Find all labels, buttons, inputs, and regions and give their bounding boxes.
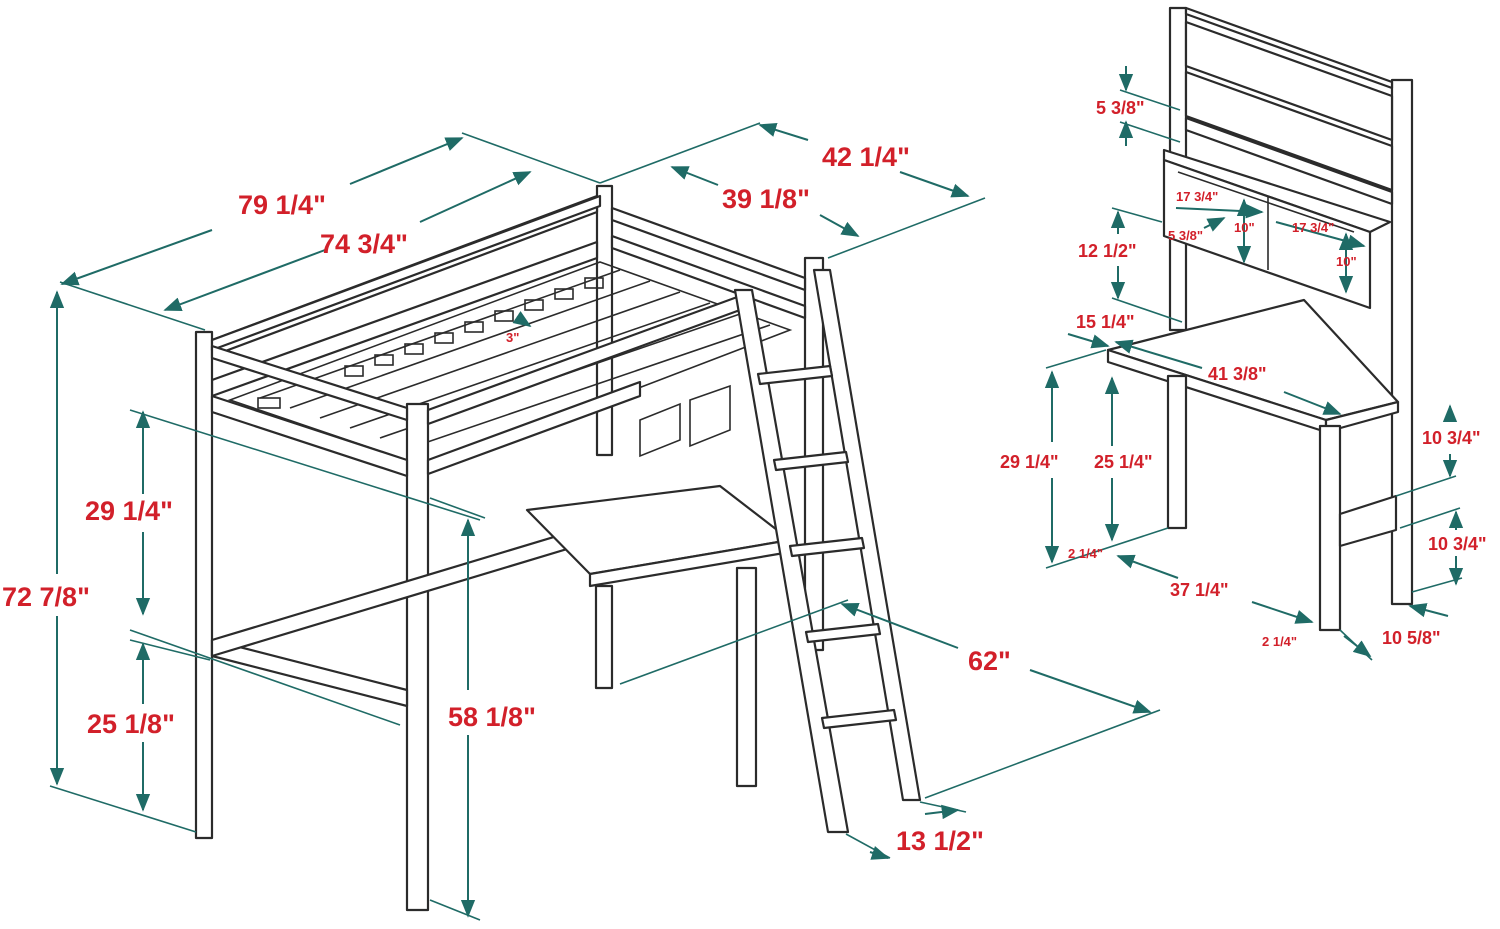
desk-drawing (1106, 6, 1414, 632)
desk-length-label: 41 3/8" (1208, 364, 1267, 384)
leg-offset-right-label: 2 1/4" (1262, 634, 1297, 649)
shelf-height-left-label: 10" (1234, 220, 1255, 235)
slat-gap-label: 3" (506, 330, 519, 345)
overall-height-label: 72 7/8" (2, 582, 90, 612)
shelf-small-label: 5 3/8" (1168, 228, 1203, 243)
desk-depth-label: 15 1/4" (1076, 312, 1135, 332)
leg-depth-label: 10 5/8" (1382, 628, 1441, 648)
knee-clearance-label: 25 1/4" (1094, 452, 1153, 472)
top-board-height-label: 5 3/8" (1096, 98, 1145, 118)
platform-height-label: 58 1/8" (448, 702, 536, 732)
desk-dimensions: 5 3/8" 17 3/4" 10" 5 3/8" 17 3/4" 10" 12… (1000, 66, 1487, 661)
mattress-width-label: 39 1/8" (722, 184, 810, 214)
desk-height-label: 29 1/4" (1000, 452, 1059, 472)
shelf-width-right-label: 17 3/4" (1292, 220, 1334, 235)
leg-span-label: 37 1/4" (1170, 580, 1229, 600)
side-lower-label: 10 3/4" (1428, 534, 1487, 554)
ladder (733, 268, 922, 834)
loft-bed-dimensions: 79 1/4" 74 3/4" 42 1/4" 39 1/8" 3" 29 1/… (2, 122, 1161, 921)
shelf-height-right-label: 10" (1336, 254, 1357, 269)
overall-length-label: 79 1/4" (238, 190, 326, 220)
hutch-height-label: 12 1/2" (1078, 241, 1137, 261)
leg-offset-left-label: 2 1/4" (1068, 546, 1103, 561)
overall-width-label: 42 1/4" (822, 142, 910, 172)
loft-bed-drawing (194, 184, 922, 912)
lower-rail-height-label: 25 1/8" (87, 709, 175, 739)
underbed-clearance-label: 29 1/4" (85, 496, 173, 526)
shelf-width-left-label: 17 3/4" (1176, 189, 1218, 204)
ladder-width-label: 13 1/2" (896, 826, 984, 856)
side-upper-label: 10 3/4" (1422, 428, 1481, 448)
ladder-extension-label: 62" (968, 646, 1011, 676)
mattress-length-label: 74 3/4" (320, 229, 408, 259)
